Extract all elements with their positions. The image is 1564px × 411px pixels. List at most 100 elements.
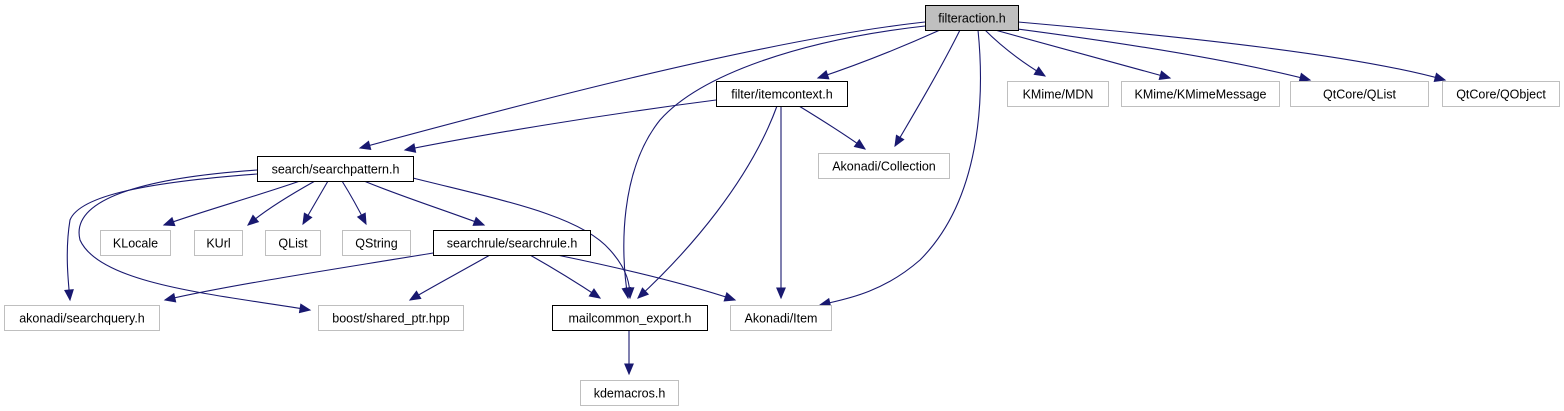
node-searchquery: akonadi/searchquery.h	[4, 305, 160, 331]
node-box	[1442, 81, 1560, 107]
node-kurl: KUrl	[194, 230, 243, 256]
edge-itemcontext-to-export	[637, 105, 778, 299]
edge-arrowhead-icon	[853, 138, 867, 150]
node-export[interactable]: mailcommon_export.h	[552, 305, 708, 331]
node-box	[1007, 81, 1109, 107]
edge-line	[894, 29, 961, 147]
node-box	[716, 81, 848, 107]
edge-arrowhead-icon	[64, 289, 74, 302]
edge-arrowhead-icon	[624, 287, 635, 300]
edge-line	[556, 254, 736, 301]
edges-layer	[64, 21, 1447, 376]
node-kmime_msg: KMime/KMimeMessage	[1121, 81, 1280, 107]
edge-line	[1009, 27, 1311, 81]
edge-searchpattern-to-qstring	[341, 180, 367, 226]
node-box	[1121, 81, 1280, 107]
edge-itemcontext-to-searchpattern	[403, 99, 717, 153]
node-label: filteraction.h	[938, 12, 1005, 26]
edge-searchpattern-to-kurl	[247, 180, 316, 226]
node-kdemacros: kdemacros.h	[580, 380, 679, 406]
node-label: KLocale	[113, 237, 158, 251]
edge-arrowhead-icon	[247, 214, 260, 226]
node-klocale: KLocale	[100, 230, 171, 256]
node-kmime_mdn: KMime/MDN	[1007, 81, 1109, 107]
edge-line	[984, 29, 1046, 77]
edge-arrowhead-icon	[356, 212, 367, 226]
node-label: Akonadi/Collection	[832, 160, 936, 174]
node-label: kdemacros.h	[594, 387, 666, 401]
edge-line	[163, 180, 301, 226]
node-box	[194, 230, 243, 256]
node-qstring: QString	[342, 230, 411, 256]
edge-line	[66, 173, 258, 301]
edge-export-to-kdemacros	[624, 330, 634, 376]
node-label: searchrule/searchrule.h	[447, 237, 578, 251]
edge-line	[819, 29, 981, 306]
edge-searchrule-to-searchquery	[163, 252, 434, 303]
node-label: KMime/KMimeMessage	[1135, 88, 1267, 102]
edge-line	[817, 29, 941, 79]
edge-line	[78, 169, 311, 311]
edge-filteraction-to-searchpattern	[358, 21, 926, 151]
edge-line	[623, 25, 926, 299]
node-qtcore_qobject: QtCore/QObject	[1442, 81, 1560, 107]
node-box	[580, 380, 679, 406]
edge-arrowhead-icon	[1433, 72, 1447, 83]
node-box	[342, 230, 411, 256]
edge-arrowhead-icon	[624, 363, 634, 376]
node-qtcore_qlist: QtCore/QList	[1290, 81, 1429, 107]
edge-itemcontext-to-item	[776, 106, 786, 300]
node-collection: Akonadi/Collection	[818, 153, 950, 179]
edge-arrowhead-icon	[162, 216, 176, 227]
edge-arrowhead-icon	[408, 290, 422, 301]
edge-arrowhead-icon	[302, 212, 313, 226]
node-label: QList	[278, 237, 308, 251]
edge-line	[164, 252, 434, 301]
edge-filteraction-to-itemcontext	[816, 29, 941, 80]
node-box	[257, 156, 414, 182]
node-shared_ptr: boost/shared_ptr.hpp	[318, 305, 464, 331]
edge-itemcontext-to-collection	[798, 105, 867, 150]
node-label: boost/shared_ptr.hpp	[332, 312, 449, 326]
edge-arrowhead-icon	[472, 216, 486, 226]
node-label: KUrl	[206, 237, 230, 251]
edge-searchpattern-to-qlist	[302, 180, 329, 226]
edge-line	[409, 254, 491, 301]
edge-arrowhead-icon	[1158, 70, 1172, 80]
edge-searchrule-to-item	[556, 254, 737, 302]
edge-arrowhead-icon	[637, 287, 650, 299]
edge-filteraction-to-collection	[894, 29, 961, 148]
node-box	[100, 230, 171, 256]
edge-arrowhead-icon	[358, 140, 372, 151]
node-label: QtCore/QObject	[1456, 88, 1546, 102]
node-box	[818, 153, 950, 179]
node-filteraction[interactable]: filteraction.h	[925, 5, 1019, 31]
node-label: Akonadi/Item	[745, 312, 818, 326]
edge-filteraction-to-qtcore_qlist	[1009, 27, 1312, 83]
edge-arrowhead-icon	[588, 288, 602, 299]
node-label: QtCore/QList	[1323, 88, 1396, 102]
node-box	[1290, 81, 1429, 107]
node-box	[433, 230, 591, 256]
node-itemcontext[interactable]: filter/itemcontext.h	[716, 81, 848, 107]
node-qlist: QList	[265, 230, 321, 256]
node-searchrule[interactable]: searchrule/searchrule.h	[433, 230, 591, 256]
nodes-layer: filteraction.h filter/itemcontext.h KMime/…	[4, 5, 1560, 406]
node-label: filter/itemcontext.h	[731, 88, 832, 102]
edge-arrowhead-icon	[1298, 72, 1312, 83]
edge-arrowhead-icon	[298, 303, 312, 314]
edge-arrowhead-icon	[816, 69, 830, 80]
node-label: akonadi/searchquery.h	[19, 312, 145, 326]
node-box	[265, 230, 321, 256]
node-box	[925, 5, 1019, 31]
edge-searchpattern-to-searchrule	[363, 180, 486, 226]
node-box	[318, 305, 464, 331]
node-box	[4, 305, 160, 331]
node-searchpattern[interactable]: search/searchpattern.h	[257, 156, 414, 182]
node-label: search/searchpattern.h	[272, 163, 400, 177]
edge-line	[404, 99, 717, 151]
edge-arrowhead-icon	[894, 134, 905, 148]
edge-arrowhead-icon	[776, 287, 786, 300]
edge-filteraction-to-kmime_mdn	[984, 29, 1047, 77]
